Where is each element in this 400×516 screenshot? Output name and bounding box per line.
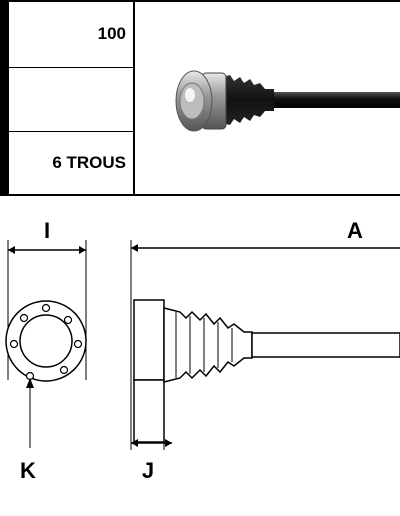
spec-cell-3: 6 TROUS (9, 132, 134, 194)
bolt-hole (59, 365, 69, 375)
shaft-bar (251, 332, 400, 358)
arrow-i-right (79, 246, 86, 254)
arrow-i-left (8, 246, 15, 254)
technical-drawing: I K A J (5, 218, 400, 483)
spec-table: 100 6 TROUS (0, 0, 400, 196)
arrow-a-left (131, 244, 138, 252)
arrow-j-left (131, 439, 138, 447)
flange-side (133, 299, 165, 381)
label-a: A (347, 218, 363, 243)
label-k: K (20, 458, 36, 483)
table-bottom-border (0, 194, 400, 196)
bolt-hole (63, 315, 73, 325)
spec-value-1: 100 (97, 23, 126, 43)
spec-cell-1: 100 (9, 0, 134, 68)
boot-outline (163, 307, 253, 383)
bolt-hole (9, 339, 19, 349)
drive-shaft-photo (175, 70, 400, 132)
table-top-border (0, 0, 400, 2)
flange-side-lower (133, 379, 165, 443)
spec-value-3: 6 TROUS (52, 153, 126, 172)
bolt-hole (19, 313, 29, 323)
bolt-hole (41, 303, 51, 313)
label-j: J (142, 458, 154, 483)
table-left-bar (0, 0, 9, 195)
spec-cell-2 (9, 68, 134, 132)
arrow-k (26, 378, 34, 388)
flange-inner (19, 314, 73, 368)
table-column-divider (133, 0, 135, 195)
bolt-hole (73, 339, 83, 349)
arrow-j-right (165, 439, 172, 447)
label-i: I (44, 218, 50, 243)
